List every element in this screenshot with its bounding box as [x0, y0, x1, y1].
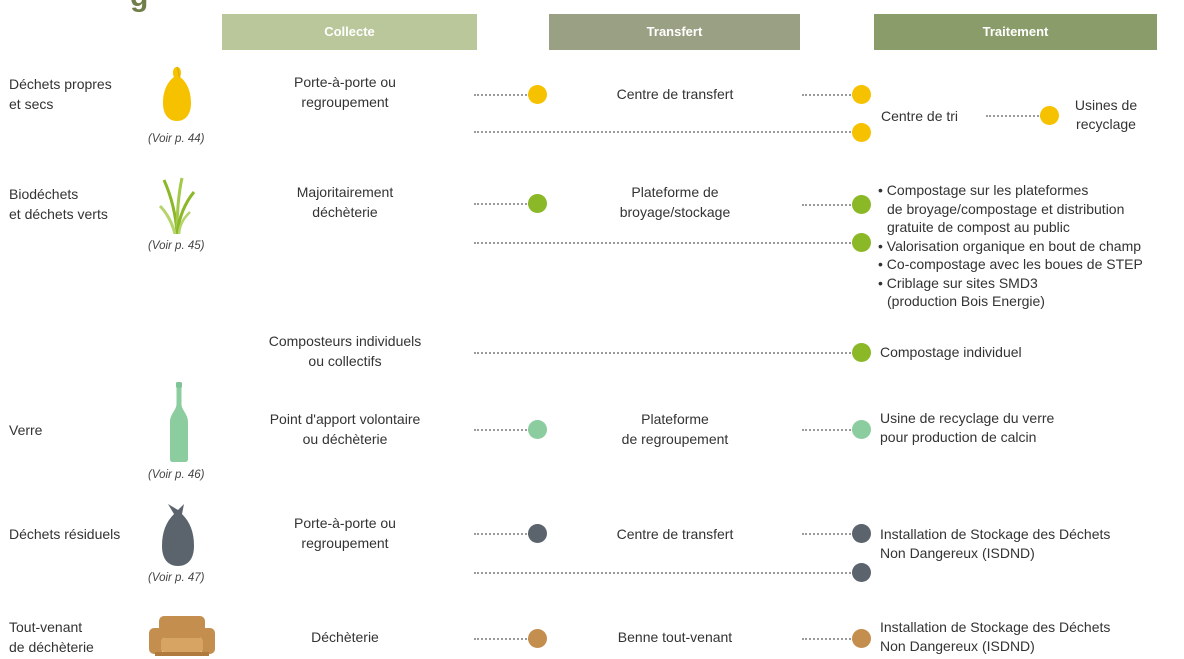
green-node	[852, 343, 871, 362]
green-node	[852, 195, 871, 214]
glass-node	[528, 420, 547, 439]
yellow-node	[1040, 106, 1059, 125]
connector-line	[802, 204, 854, 206]
connector-line	[474, 203, 530, 205]
connector-line	[474, 533, 530, 535]
voir-page-46: (Voir p. 46)	[148, 469, 205, 481]
header-transfert: Transfert	[549, 14, 800, 50]
connector-line	[474, 242, 854, 244]
connector-line	[802, 94, 854, 96]
connector-line	[474, 572, 854, 574]
connector-line	[474, 94, 530, 96]
transfert-dechets-propres: Centre de transfert	[616, 86, 734, 102]
bullet-item: • Co-compostage avec les boues de STEP	[878, 256, 1143, 272]
bullet-item: • Valorisation organique en bout de cham…	[878, 237, 1142, 254]
green-node	[852, 233, 871, 252]
green-node	[528, 194, 547, 213]
yellow-node	[852, 123, 871, 142]
armchair-icon	[149, 616, 215, 656]
grey-bag-icon	[162, 504, 194, 566]
grey-node	[852, 563, 871, 582]
glass-bottle-icon	[170, 382, 188, 462]
connector-line	[802, 429, 854, 431]
page-title-partial: g	[130, 0, 148, 14]
traitement-compostage-individuel: Compostage individuel	[880, 344, 1022, 360]
brown-node	[852, 629, 871, 648]
grass-icon	[158, 177, 196, 234]
grey-node	[528, 524, 547, 543]
traitement-biodechets-list: • Compostage sur les plateformes de broy…	[878, 181, 1143, 311]
category-verre: Verre	[9, 422, 43, 438]
bullet-item: • Criblage sur sites SMD3 (production Bo…	[878, 274, 1045, 310]
connector-line	[474, 429, 530, 431]
connector-line	[802, 638, 854, 640]
collecte-tout-venant: Déchèterie	[311, 629, 379, 645]
yellow-node	[852, 85, 871, 104]
category-dechets-residuels: Déchets résiduels	[9, 526, 121, 542]
bullet-item: • Compostage sur les plateformes de broy…	[878, 182, 1125, 235]
traitement-centre-de-tri: Centre de tri	[881, 108, 959, 124]
connector-line	[802, 533, 854, 535]
voir-page-44: (Voir p. 44)	[148, 133, 205, 145]
voir-page-47: (Voir p. 47)	[148, 572, 205, 584]
transfert-tout-venant: Benne tout-venant	[617, 629, 733, 645]
brown-node	[528, 629, 547, 648]
connector-line	[474, 352, 854, 354]
voir-page-45: (Voir p. 45)	[148, 240, 205, 252]
connector-line	[474, 131, 854, 133]
transfert-dechets-residuels: Centre de transfert	[616, 526, 734, 542]
connector-line	[474, 638, 530, 640]
yellow-bag-icon	[163, 66, 191, 121]
header-collecte: Collecte	[222, 14, 477, 50]
glass-node	[852, 420, 871, 439]
connector-line	[986, 115, 1042, 117]
header-traitement: Traitement	[874, 14, 1157, 50]
yellow-node	[528, 85, 547, 104]
grey-node	[852, 524, 871, 543]
